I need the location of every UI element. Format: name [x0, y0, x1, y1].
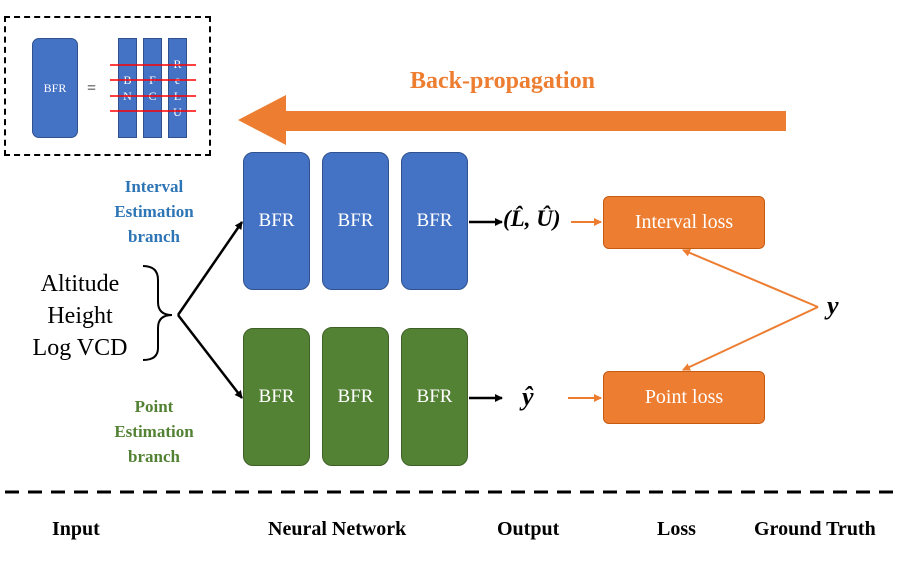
point-output: ŷ — [522, 382, 534, 411]
interval-bfr-label-2: BFR — [337, 210, 374, 231]
point-bfr-block-1: BFR — [243, 328, 310, 466]
interval-output: (L̂, Û) — [503, 206, 561, 231]
interval-bfr-block-1: BFR — [243, 152, 310, 290]
point-label-line-3: branch — [128, 447, 180, 466]
legend-box: BFR = B N F C R e L U — [4, 16, 211, 156]
interval-label-line-1: Interval — [124, 177, 184, 196]
footer-ground-truth: Ground Truth — [754, 518, 876, 540]
legend-connection-lines — [110, 64, 196, 112]
ground-truth-symbol: y — [827, 291, 839, 320]
interval-loss-label: Interval loss — [634, 211, 734, 233]
footer-loss: Loss — [657, 518, 696, 540]
point-label-line-2: Estimation — [114, 422, 194, 441]
interval-bfr-block-2: BFR — [322, 152, 389, 290]
footer-input: Input — [52, 518, 100, 540]
backprop-label: Back-propagation — [410, 68, 595, 94]
point-loss-box: Point loss — [603, 371, 765, 424]
input-features: Altitude Height Log VCD — [18, 268, 142, 364]
interval-loss-box: Interval loss — [603, 196, 765, 249]
point-branch-label: Point Estimation branch — [94, 394, 214, 469]
input-log-vcd: Log VCD — [32, 335, 128, 361]
interval-branch-label: Interval Estimation branch — [94, 174, 214, 249]
point-bfr-label-1: BFR — [258, 386, 295, 407]
legend-bfr-label: BFR — [43, 80, 67, 95]
input-altitude: Altitude — [40, 271, 120, 297]
point-label-line-1: Point — [134, 397, 174, 416]
input-height: Height — [47, 303, 113, 329]
interval-label-line-2: Estimation — [114, 202, 194, 221]
point-bfr-block-2: BFR — [322, 327, 389, 466]
legend-relu-letter-4: U — [173, 105, 182, 119]
interval-bfr-block-3: BFR — [401, 152, 468, 290]
legend-relu-letter-1: R — [173, 57, 182, 71]
point-bfr-block-3: BFR — [401, 328, 468, 466]
legend-bfr-block: BFR — [32, 38, 78, 138]
interval-label-line-3: branch — [128, 227, 180, 246]
interval-bfr-label-3: BFR — [416, 210, 453, 231]
footer-network: Neural Network — [268, 518, 407, 540]
footer-output: Output — [497, 518, 560, 540]
point-bfr-label-2: BFR — [337, 385, 374, 407]
legend-equals: = — [87, 80, 97, 97]
point-bfr-label-3: BFR — [416, 386, 453, 407]
point-loss-label: Point loss — [644, 386, 724, 408]
interval-bfr-label-1: BFR — [258, 210, 295, 231]
